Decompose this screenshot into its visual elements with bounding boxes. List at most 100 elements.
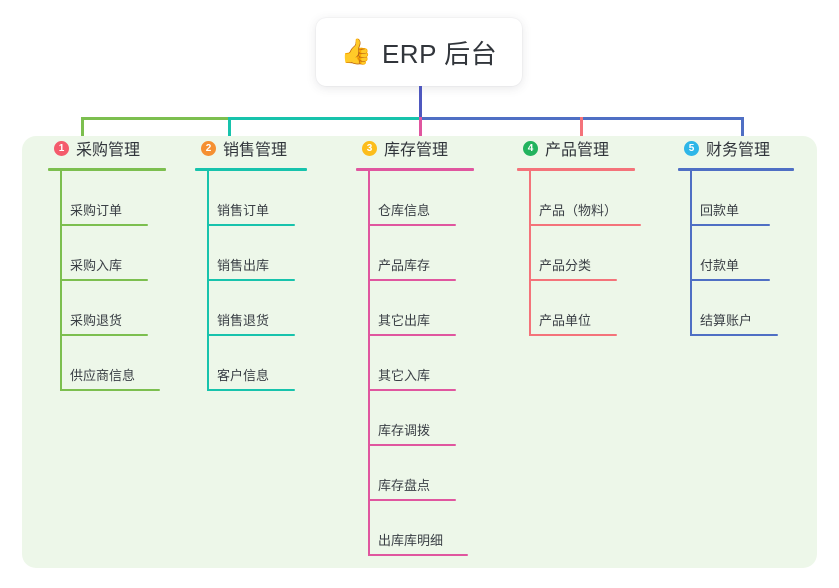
- leaf-item-rule: [207, 279, 295, 281]
- leaf-item[interactable]: 其它入库: [368, 336, 460, 391]
- leaf-item-rule: [368, 279, 456, 281]
- column-1: 1 采购管理采购订单采购入库采购退货供应商信息: [40, 136, 200, 391]
- column-header-1[interactable]: 1 采购管理: [40, 136, 200, 160]
- root-node-title: ERP 后台: [381, 38, 498, 69]
- column-title-4: 产品管理: [545, 142, 610, 159]
- leaf-item-label: 采购退货: [70, 313, 123, 328]
- column-spine-4: [529, 171, 531, 336]
- column-header-rule-3: [356, 168, 474, 171]
- leaf-item-label: 客户信息: [217, 368, 270, 383]
- leaf-item[interactable]: 客户信息: [207, 336, 299, 391]
- column-title-5: 财务管理: [706, 142, 771, 159]
- leaf-item-rule: [368, 444, 456, 446]
- leaf-item-rule: [368, 334, 456, 336]
- leaf-item-label: 销售出库: [217, 258, 270, 273]
- drop-finance: [741, 117, 744, 152]
- column-header-3[interactable]: 3 库存管理: [348, 136, 508, 160]
- leaf-item-label: 付款单: [700, 258, 740, 273]
- leaf-item[interactable]: 产品库存: [368, 226, 460, 281]
- column-header-2[interactable]: 2 销售管理: [187, 136, 347, 160]
- column-spine-5: [690, 171, 692, 336]
- bar-green: [81, 117, 228, 120]
- column-header-4[interactable]: 4 产品管理: [509, 136, 669, 160]
- leaf-item-label: 采购订单: [70, 203, 123, 218]
- leaf-item-rule: [60, 279, 148, 281]
- column-badge-4: 4: [523, 140, 538, 156]
- leaf-item[interactable]: 产品单位: [529, 281, 621, 336]
- leaf-item-rule: [368, 554, 468, 556]
- column-spine-3: [368, 171, 370, 556]
- leaf-item-label: 其它出库: [378, 313, 431, 328]
- leaf-item[interactable]: 采购订单: [60, 171, 152, 226]
- column-title-2: 销售管理: [223, 142, 288, 159]
- column-title-3: 库存管理: [384, 142, 449, 159]
- column-badge-1: 1: [54, 140, 69, 156]
- leaf-item-rule: [207, 334, 295, 336]
- leaf-item[interactable]: 产品分类: [529, 226, 621, 281]
- column-5: 5 财务管理回款单付款单结算账户: [670, 136, 830, 336]
- root-stem: [419, 86, 422, 119]
- leaf-item-rule: [368, 389, 456, 391]
- column-badge-2: 2: [201, 140, 216, 156]
- leaf-item-label: 结算账户: [700, 313, 753, 328]
- leaf-item[interactable]: 出库库明细: [368, 501, 472, 556]
- leaf-item-rule: [60, 224, 148, 226]
- thumbs-up-icon: 👍: [340, 37, 372, 66]
- leaf-item-rule: [207, 224, 295, 226]
- leaf-item-label: 产品（物料）: [539, 203, 618, 218]
- leaf-item[interactable]: 销售订单: [207, 171, 299, 226]
- leaf-item-label: 仓库信息: [378, 203, 431, 218]
- column-badge-3: 3: [362, 140, 377, 156]
- column-header-rule-1: [48, 168, 166, 171]
- leaf-item-label: 销售退货: [217, 313, 270, 328]
- leaf-item[interactable]: 回款单: [690, 171, 774, 226]
- leaf-item[interactable]: 采购入库: [60, 226, 152, 281]
- column-header-5[interactable]: 5 财务管理: [670, 136, 830, 160]
- leaf-item-label: 库存盘点: [378, 478, 431, 493]
- leaf-item-label: 回款单: [700, 203, 740, 218]
- leaf-item[interactable]: 销售退货: [207, 281, 299, 336]
- leaf-item[interactable]: 供应商信息: [60, 336, 164, 391]
- column-header-rule-4: [517, 168, 635, 171]
- column-badge-5: 5: [684, 140, 699, 156]
- leaf-item-rule: [60, 389, 160, 391]
- leaf-item-rule: [207, 389, 295, 391]
- leaf-item-label: 库存调拨: [378, 423, 431, 438]
- column-header-rule-2: [195, 168, 307, 171]
- leaf-item[interactable]: 库存调拨: [368, 391, 460, 446]
- leaf-item[interactable]: 库存盘点: [368, 446, 460, 501]
- leaf-item-label: 销售订单: [217, 203, 270, 218]
- leaf-item-label: 产品单位: [539, 313, 592, 328]
- root-node-card[interactable]: 👍 ERP 后台: [316, 18, 522, 86]
- column-spine-1: [60, 171, 62, 391]
- leaf-item[interactable]: 仓库信息: [368, 171, 460, 226]
- leaf-item[interactable]: 其它出库: [368, 281, 460, 336]
- column-spine-2: [207, 171, 209, 391]
- leaf-item-rule: [690, 224, 770, 226]
- leaf-item-label: 其它入库: [378, 368, 431, 383]
- leaf-item[interactable]: 采购退货: [60, 281, 152, 336]
- drop-sales: [228, 117, 231, 152]
- column-2: 2 销售管理销售订单销售出库销售退货客户信息: [187, 136, 347, 391]
- leaf-item[interactable]: 结算账户: [690, 281, 782, 336]
- leaf-item[interactable]: 销售出库: [207, 226, 299, 281]
- leaf-item-label: 产品库存: [378, 258, 431, 273]
- column-4: 4 产品管理产品（物料） 产品分类产品单位: [509, 136, 669, 336]
- leaf-item-rule: [368, 224, 456, 226]
- drop-inventory: [419, 117, 422, 152]
- leaf-item-rule: [529, 279, 617, 281]
- column-header-rule-5: [678, 168, 794, 171]
- column-title-1: 采购管理: [76, 142, 141, 159]
- drop-product: [580, 117, 583, 152]
- leaf-item[interactable]: 付款单: [690, 226, 774, 281]
- drop-purchase: [81, 117, 84, 152]
- leaf-item[interactable]: 产品（物料）: [529, 171, 645, 226]
- leaf-item-label: 供应商信息: [70, 368, 136, 383]
- leaf-item-label: 产品分类: [539, 258, 592, 273]
- leaf-item-label: 出库库明细: [378, 533, 444, 548]
- leaf-item-rule: [690, 279, 770, 281]
- leaf-item-rule: [368, 499, 456, 501]
- mindmap-panel: 1 采购管理采购订单采购入库采购退货供应商信息 2 销售管理销售订单销售出库销售退货客…: [22, 136, 817, 568]
- leaf-item-label: 采购入库: [70, 258, 123, 273]
- leaf-item-rule: [60, 334, 148, 336]
